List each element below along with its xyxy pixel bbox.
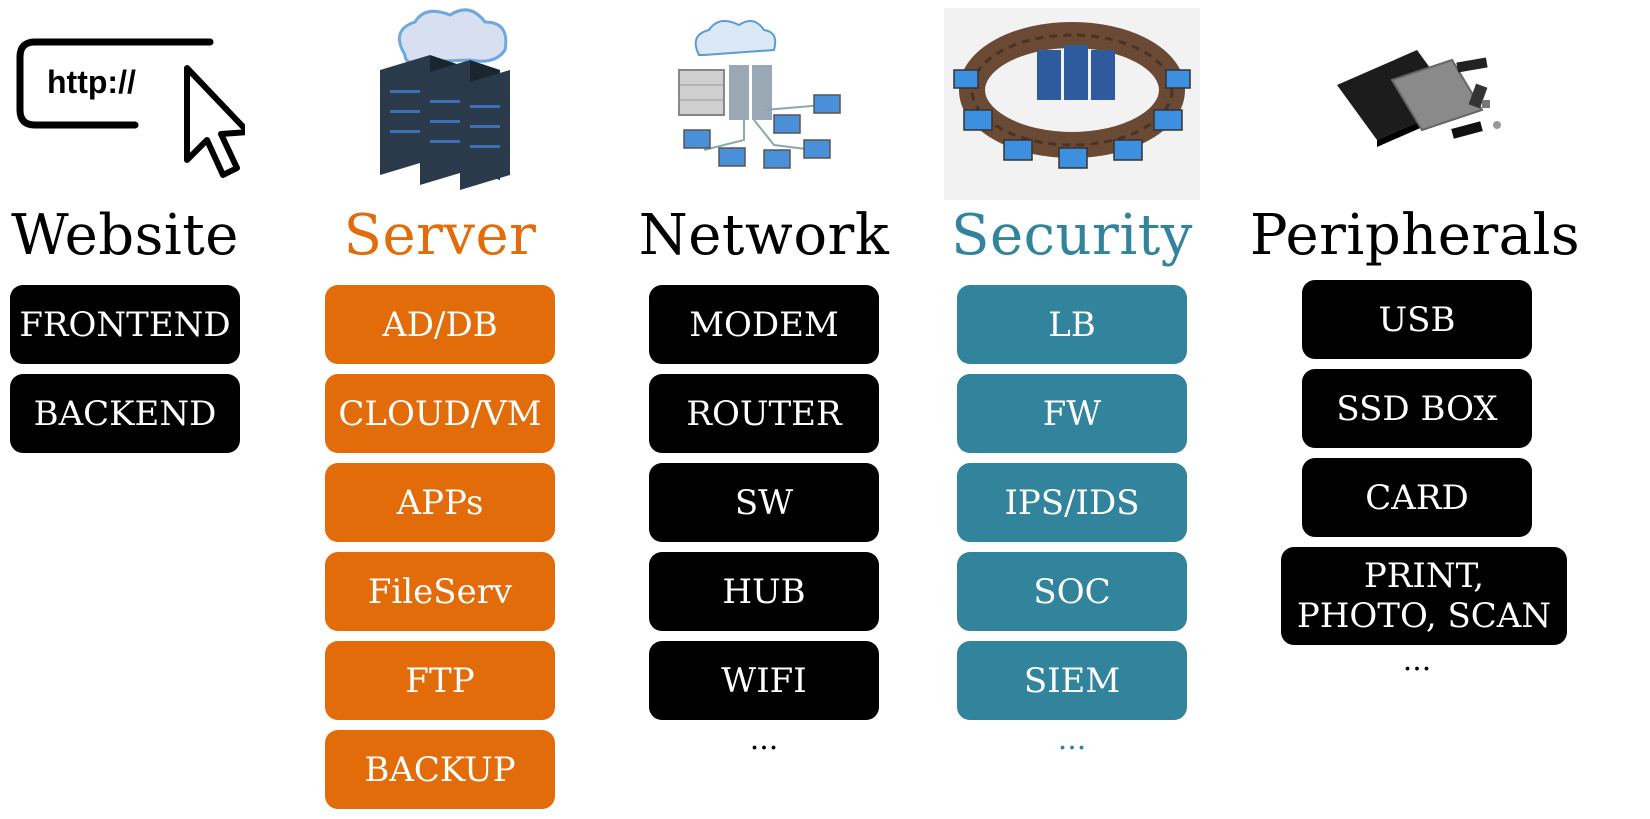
firewall-ring-icon: [944, 0, 1200, 200]
item-siem: SIEM: [957, 641, 1187, 720]
network-items: MODEM ROUTER SW HUB WIFI ...: [649, 285, 879, 760]
item-fw: FW: [957, 374, 1187, 453]
website-items: FRONTEND BACKEND: [10, 285, 240, 463]
item-lb: LB: [957, 285, 1187, 364]
item-card: CARD: [1302, 458, 1532, 537]
server-items: AD/DB CLOUD/VM APPs FileServ FTP BACKUP: [325, 285, 555, 819]
category-title-peripherals: Peripherals: [1249, 203, 1581, 268]
peripherals-items: USB SSD BOX CARD PRINT, PHOTO, SCAN ...: [1281, 280, 1567, 681]
item-frontend: FRONTEND: [10, 285, 240, 364]
item-ad-db: AD/DB: [325, 285, 555, 364]
item-router: ROUTER: [649, 374, 879, 453]
storage-devices-icon: [1297, 0, 1537, 200]
category-title-website: Website: [11, 203, 239, 268]
category-title-security: Security: [951, 203, 1193, 268]
item-ftp: FTP: [325, 641, 555, 720]
item-ips-ids: IPS/IDS: [957, 463, 1187, 542]
item-backend: BACKEND: [10, 374, 240, 453]
network-more: ...: [749, 722, 779, 757]
item-ssd-box: SSD BOX: [1302, 369, 1532, 448]
item-soc: SOC: [957, 552, 1187, 631]
security-items: LB FW IPS/IDS SOC SIEM ...: [957, 285, 1187, 760]
item-print-photo-scan: PRINT, PHOTO, SCAN: [1281, 547, 1567, 645]
browser-url-icon: http://: [5, 0, 245, 200]
item-sw: SW: [649, 463, 879, 542]
network-topology-icon: [644, 0, 884, 200]
item-print-line-2: PHOTO, SCAN: [1296, 596, 1552, 636]
category-title-network: Network: [638, 203, 890, 268]
item-fileserv: FileServ: [325, 552, 555, 631]
item-wifi: WIFI: [649, 641, 879, 720]
item-cloud-vm: CLOUD/VM: [325, 374, 555, 453]
server-cloud-icon: [320, 0, 560, 200]
item-hub: HUB: [649, 552, 879, 631]
item-print-line-1: PRINT,: [1363, 556, 1485, 596]
item-usb: USB: [1302, 280, 1532, 359]
item-apps: APPs: [325, 463, 555, 542]
category-title-server: Server: [343, 203, 537, 268]
peripherals-more: ...: [1402, 643, 1432, 678]
security-more: ...: [1057, 722, 1087, 757]
item-modem: MODEM: [649, 285, 879, 364]
svg-text:http://: http://: [47, 64, 136, 100]
item-backup: BACKUP: [325, 730, 555, 809]
